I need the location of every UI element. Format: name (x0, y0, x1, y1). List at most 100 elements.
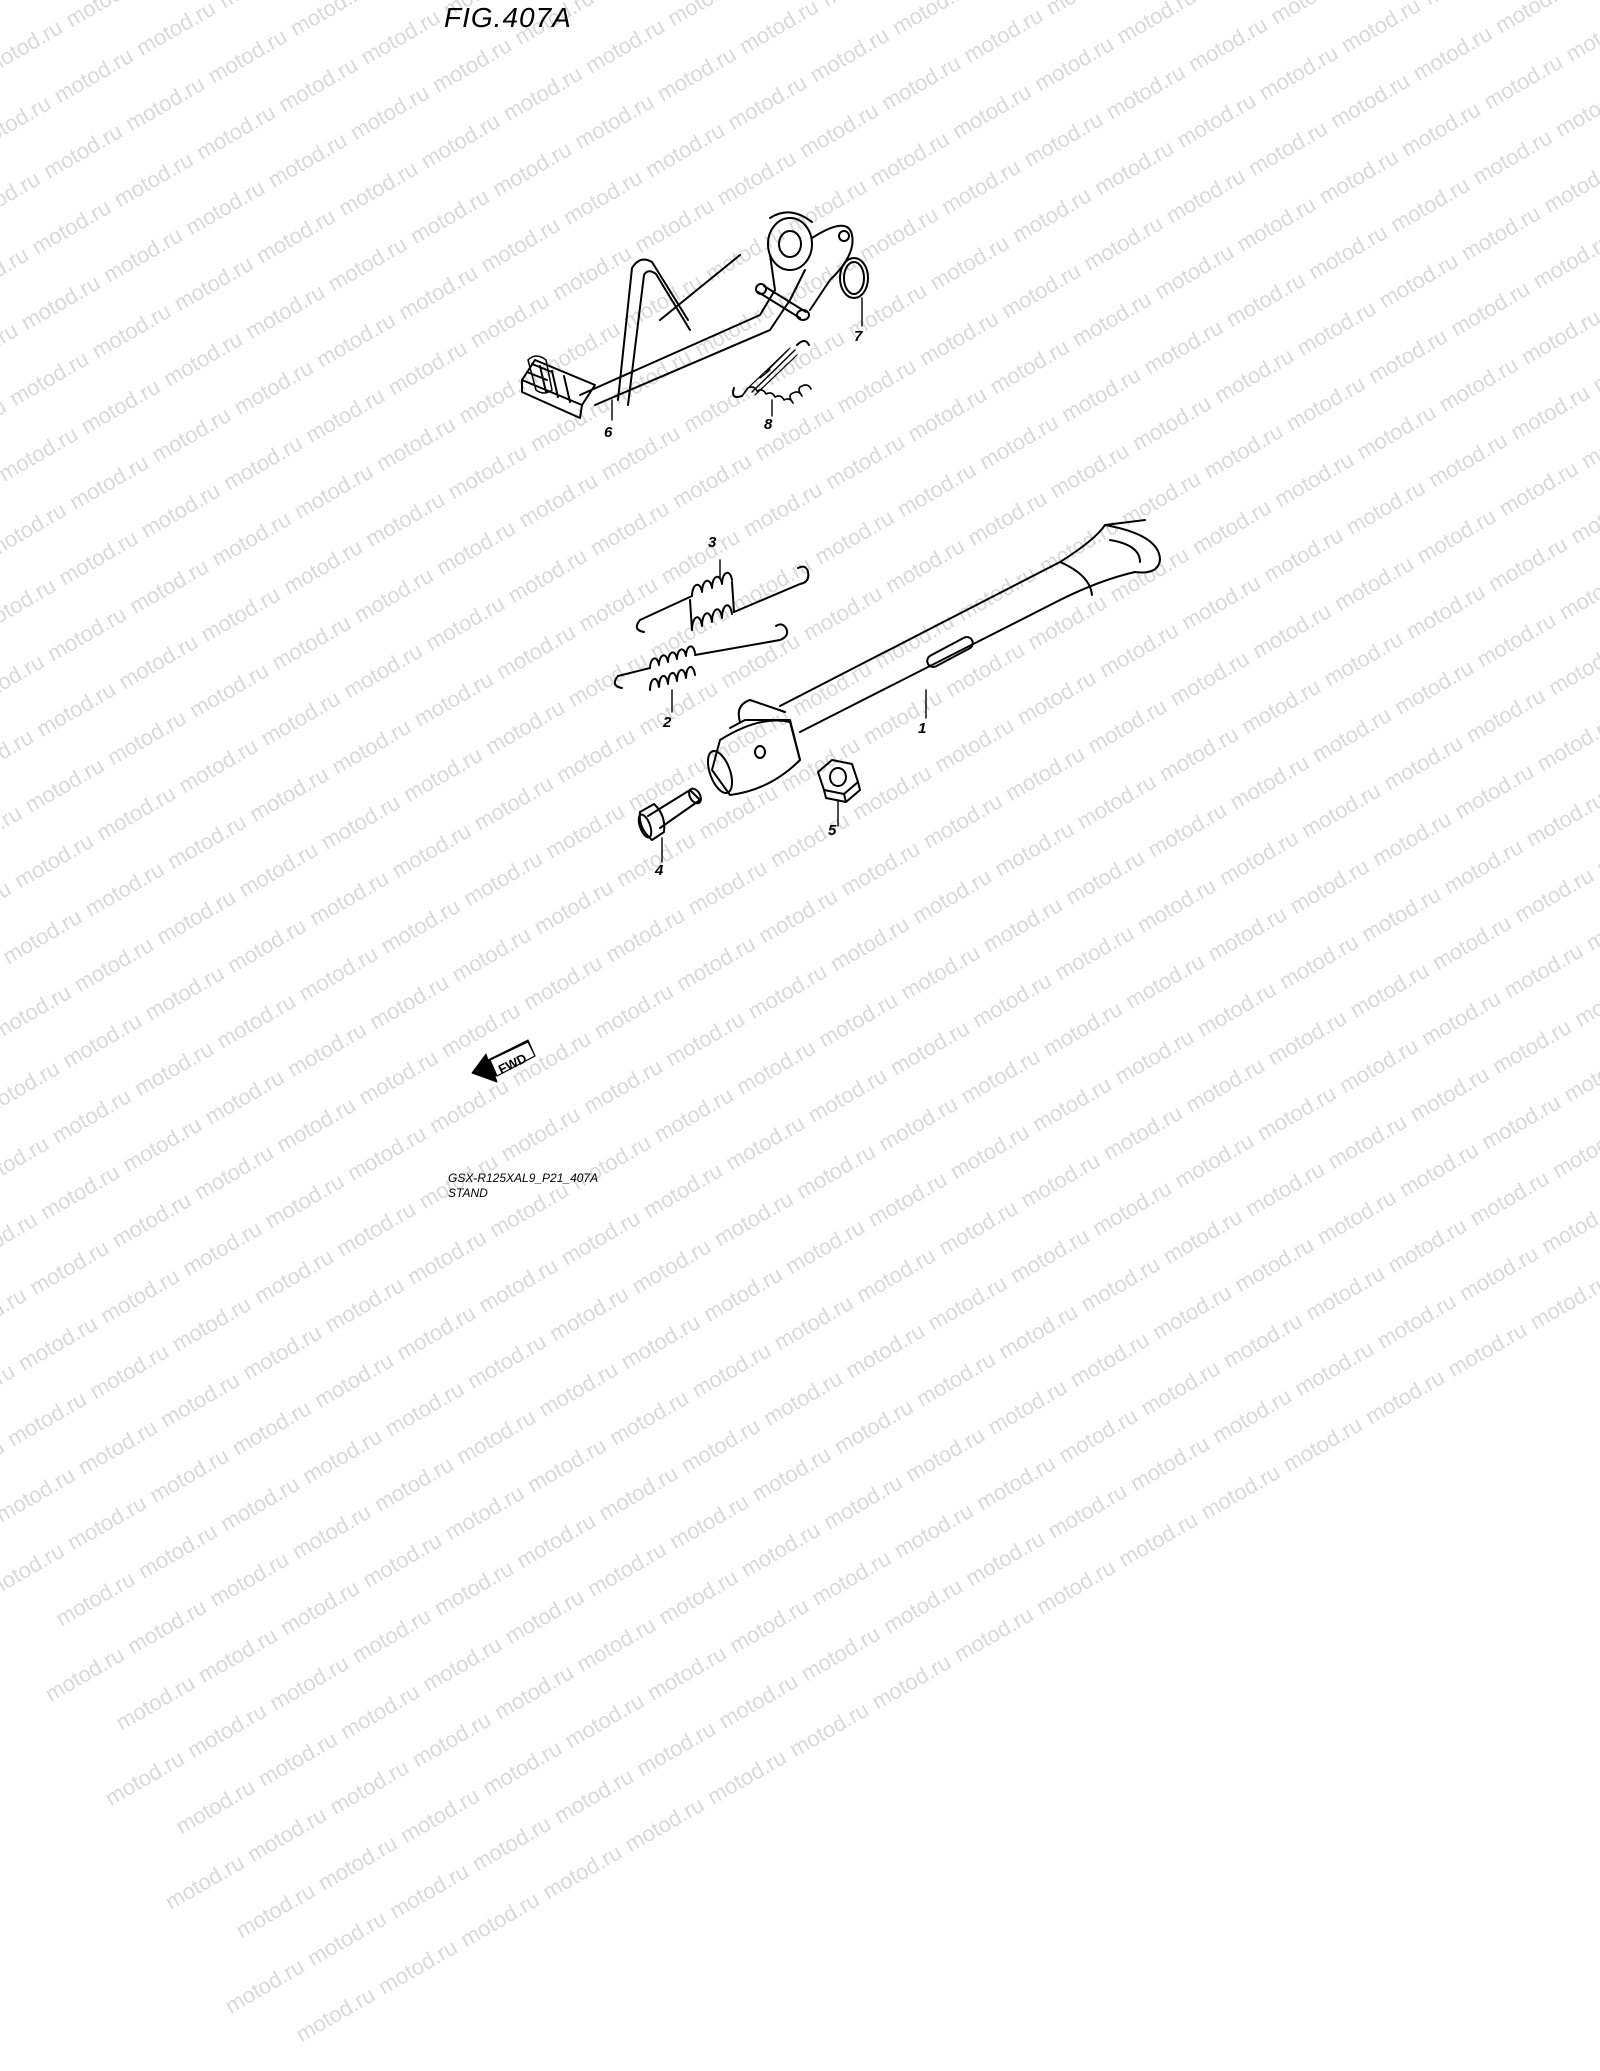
watermark-text: motod.ru (617, 1309, 705, 1375)
watermark-text: motod.ru (403, 1225, 491, 1291)
watermark-text: motod.ru (96, 1263, 184, 1329)
part-1-side-stand[interactable] (703, 520, 1160, 796)
watermark-text: motod.ru (1006, 1223, 1094, 1289)
watermark-text: motod.ru (205, 1547, 293, 1613)
watermark-text: motod.ru (594, 1460, 682, 1526)
watermark-text: motod.ru (1301, 1260, 1389, 1326)
watermark-text: motod.ru (228, 1395, 316, 1461)
watermark-text: motod.ru (3, 1386, 91, 1452)
part-2-lower-spring[interactable] (615, 624, 787, 690)
watermark-text: motod.ru (677, 1413, 765, 1479)
part-5-nut[interactable] (818, 760, 860, 802)
watermark-text: motod.ru (841, 1318, 929, 1384)
callout-3: 3 (708, 534, 716, 551)
watermark-text: motod.ru (358, 1528, 446, 1594)
watermark-text: motod.ru (550, 1763, 638, 1829)
watermark-text: motod.ru (632, 1716, 720, 1782)
watermark-text: motod.ru (665, 1489, 753, 1555)
watermark-text: motod.ru (538, 1839, 626, 1905)
part-4-pivot-bolt[interactable] (636, 787, 703, 840)
watermark-text: motod.ru (254, 1726, 342, 1792)
watermark-text: motod.ru (830, 1394, 918, 1460)
callout-4: 4 (655, 862, 663, 879)
watermark-text: motod.ru (781, 1214, 869, 1280)
watermark-text: motod.ru (699, 1262, 787, 1328)
watermark-text: motod.ru (621, 1792, 709, 1858)
watermark-text: motod.ru (243, 1802, 331, 1868)
watermark-text: motod.ru (74, 1415, 162, 1481)
watermark-text: motod.ru (385, 1858, 473, 1924)
watermark-text: motod.ru (463, 1329, 551, 1395)
watermark-text: motod.ru (0, 1358, 20, 1424)
watermark-text: motod.ru (156, 1367, 244, 1433)
watermark-text: motod.ru (1114, 1507, 1202, 1573)
watermark-text: motod.ru (1054, 1403, 1142, 1469)
watermark-text: motod.ru (1043, 1478, 1131, 1544)
watermark-text: motod.ru (687, 1338, 775, 1404)
watermark-text: motod.ru (583, 1536, 671, 1602)
watermark-text: motod.ru (194, 1623, 282, 1689)
watermark-text: motod.ru (51, 1566, 139, 1632)
watermark-text: motod.ru (85, 1339, 173, 1405)
watermark-text: motod.ru (14, 1311, 102, 1377)
watermark-text: motod.ru (381, 1376, 469, 1442)
watermark-text: motod.ru (747, 1441, 835, 1507)
watermark-text: motod.ru (0, 1282, 31, 1348)
watermark-text: motod.ru (0, 1207, 42, 1273)
watermark-text: motod.ru (819, 1469, 907, 1535)
watermark-text: motod.ru (374, 1934, 462, 2000)
watermark-text: motod.ru (523, 1433, 611, 1499)
watermark-text: motod.ru (994, 1299, 1082, 1365)
callout-7: 7 (854, 328, 862, 345)
watermark-text: motod.ru (807, 1545, 895, 1611)
callout-6: 6 (604, 424, 612, 441)
watermark-text: motod.ru (785, 1697, 873, 1763)
watermark-text: motod.ru (912, 1346, 1000, 1412)
part-3-upper-spring[interactable] (637, 567, 809, 632)
watermark-text: motod.ru (797, 1621, 885, 1687)
watermark-text: motod.ru (161, 1849, 249, 1915)
watermark-text: motod.ru (168, 1291, 256, 1357)
watermark-text: motod.ru (123, 1594, 211, 1660)
watermark-text: motod.ru (983, 1374, 1071, 1440)
watermark-text: motod.ru (1290, 1336, 1378, 1402)
part-6-brake-pedal[interactable] (522, 212, 853, 418)
watermark-text: motod.ru (478, 1735, 566, 1801)
watermark-text: motod.ru (1279, 1412, 1367, 1478)
watermark-text: motod.ru (348, 1603, 436, 1669)
watermark-text: motod.ru (0, 1462, 80, 1528)
parts-diagram: FWD (0, 0, 1600, 1200)
watermark-text: motod.ru (41, 1642, 129, 1708)
watermark-text: motod.ru (1230, 1232, 1318, 1298)
watermark-text: motod.ru (303, 1906, 391, 1972)
watermark-text: motod.ru (134, 1519, 222, 1585)
watermark-text: motod.ru (1159, 1204, 1247, 1270)
part-8-return-spring[interactable] (733, 341, 811, 403)
watermark-text: motod.ru (474, 1253, 562, 1319)
watermark-text: motod.ru (545, 1281, 633, 1347)
callout-1: 1 (918, 720, 926, 737)
watermark-text: motod.ru (1148, 1279, 1236, 1345)
part-7-washer[interactable] (840, 258, 868, 298)
watermark-text: motod.ru (852, 1243, 940, 1309)
watermark-text: motod.ru (1455, 1241, 1543, 1307)
watermark-text: motod.ru (1526, 1269, 1600, 1335)
watermark-text: motod.ru (332, 1196, 420, 1262)
watermark-text: motod.ru (1136, 1355, 1224, 1421)
watermark-text: motod.ru (1373, 1288, 1461, 1354)
watermark-text: motod.ru (314, 1830, 402, 1896)
watermark-text: motod.ru (770, 1290, 858, 1356)
watermark-text: motod.ru (1126, 1431, 1214, 1497)
watermark-text: motod.ru (298, 1424, 386, 1490)
watermark-text: motod.ru (501, 1584, 589, 1650)
watermark-text: motod.ru (171, 1774, 259, 1840)
leader-lines (612, 298, 926, 862)
watermark-text: motod.ru (572, 1612, 660, 1678)
watermark-text: motod.ru (25, 1235, 113, 1301)
watermark-text: motod.ru (1383, 1213, 1471, 1279)
watermark-text: motod.ru (231, 1878, 319, 1944)
watermark-text: motod.ru (934, 1195, 1022, 1261)
watermark-text: motod.ru (321, 1272, 409, 1338)
watermark-text: motod.ru (418, 1631, 506, 1697)
watermark-text: motod.ru (879, 1573, 967, 1639)
